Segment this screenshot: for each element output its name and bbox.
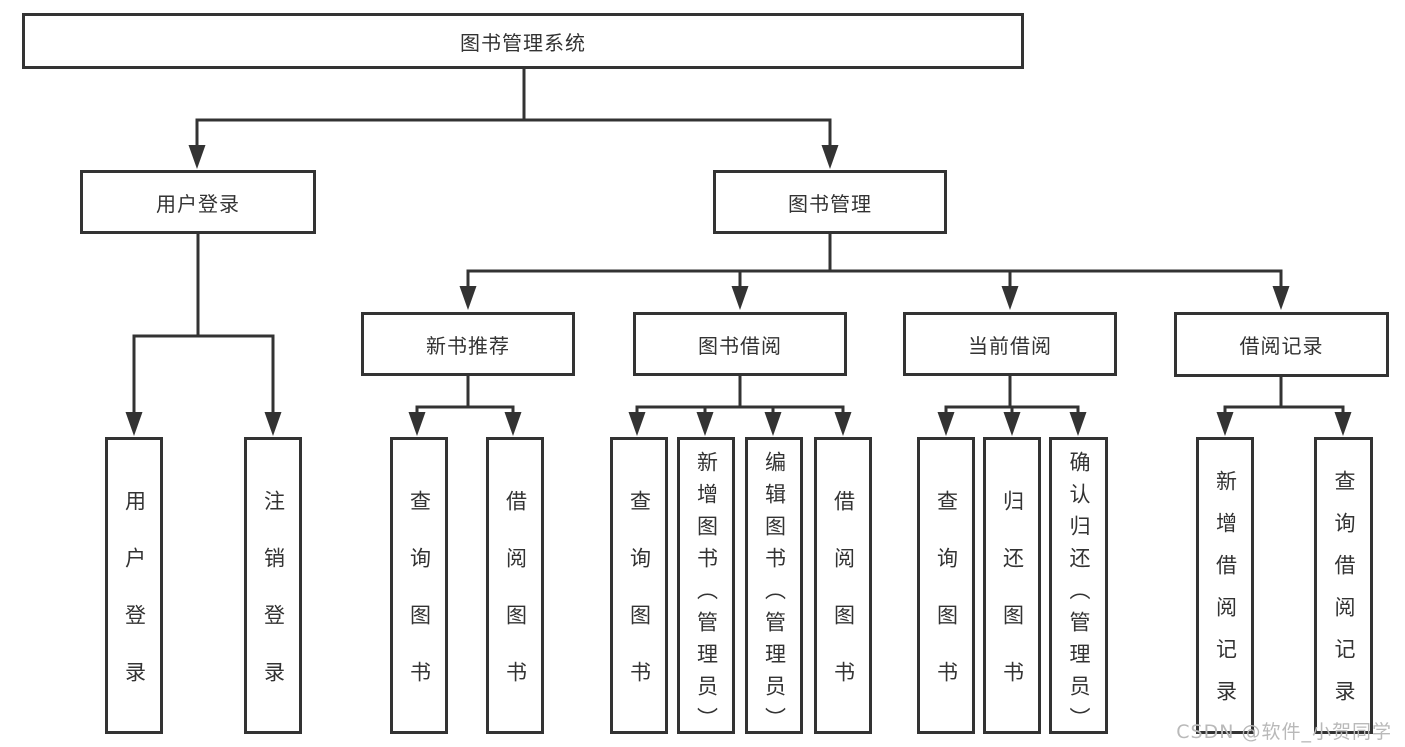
node-leaf-query-borrow-record: 查询借阅记录: [1314, 437, 1373, 734]
node-leaf-add-books-admin: 新增图书（管理员）: [677, 437, 735, 739]
node-leaf-user-login: 用户登录: [105, 437, 163, 734]
arrow-down-icon: [1334, 412, 1352, 436]
node-leaf-borrow-books-recommend: 借阅图书: [486, 437, 544, 734]
node-label: 新增借阅记录: [1213, 470, 1238, 722]
node-leaf-add-borrow-record: 新增借阅记录: [1196, 437, 1254, 734]
node-label: 用户登录: [122, 489, 147, 718]
arrow-down-icon: [188, 145, 206, 169]
node-leaf-logout: 注销登录: [244, 437, 302, 734]
arrow-down-icon: [731, 286, 749, 310]
arrow-down-icon: [764, 412, 782, 436]
node-user-login-branch: 用户登录: [80, 170, 316, 234]
node-root-system: 图书管理系统: [22, 13, 1024, 69]
node-leaf-query-books-recommend: 查询图书: [390, 437, 448, 734]
node-book-borrowing: 图书借阅: [633, 312, 847, 376]
node-leaf-query-books-current: 查询图书: [917, 437, 975, 734]
arrow-down-icon: [696, 412, 714, 436]
node-label: 查询图书: [407, 489, 432, 718]
node-label: 归还图书: [1000, 489, 1025, 718]
node-current-borrowing: 当前借阅: [903, 312, 1117, 376]
arrow-down-icon: [937, 412, 955, 436]
node-label: 图书管理系统: [460, 30, 586, 55]
node-label: 确认归还（管理员）: [1067, 451, 1091, 739]
node-label: 图书借阅: [698, 333, 782, 358]
arrow-down-icon: [264, 412, 282, 436]
arrow-down-icon: [1069, 412, 1087, 436]
node-label: 用户登录: [156, 191, 240, 216]
node-label: 查询借阅记录: [1332, 470, 1356, 722]
arrow-down-icon: [1001, 286, 1019, 310]
node-label: 当前借阅: [968, 333, 1052, 358]
arrow-down-icon: [628, 412, 646, 436]
arrow-down-icon: [459, 286, 477, 310]
arrow-down-icon: [504, 412, 522, 436]
node-new-book-recommend: 新书推荐: [361, 312, 575, 376]
node-label: 注销登录: [261, 489, 286, 718]
node-label: 新书推荐: [426, 333, 510, 358]
node-leaf-edit-books-admin: 编辑图书（管理员）: [745, 437, 803, 739]
node-label: 借阅记录: [1239, 334, 1324, 358]
node-label: 查询图书: [627, 489, 652, 718]
node-leaf-query-books-borrowing: 查询图书: [610, 437, 668, 734]
node-label: 借阅图书: [503, 489, 528, 718]
node-borrowing-records: 借阅记录: [1174, 312, 1389, 377]
node-leaf-borrow-books-borrowing: 借阅图书: [814, 437, 872, 734]
arrow-down-icon: [821, 145, 839, 169]
node-label: 查询图书: [934, 489, 959, 718]
arrow-down-icon: [1003, 412, 1021, 436]
arrow-down-icon: [125, 412, 143, 436]
node-leaf-confirm-return-admin: 确认归还（管理员）: [1049, 437, 1108, 739]
arrow-down-icon: [834, 412, 852, 436]
arrow-down-icon: [1272, 286, 1290, 310]
node-leaf-return-books: 归还图书: [983, 437, 1041, 734]
csdn-watermark: CSDN @软件_小贺同学: [1176, 721, 1392, 743]
node-label: 新增图书（管理员）: [694, 451, 719, 739]
arrow-down-icon: [1216, 412, 1234, 436]
node-label: 编辑图书（管理员）: [762, 451, 787, 739]
node-book-management-branch: 图书管理: [713, 170, 947, 234]
arrow-down-icon: [408, 412, 426, 436]
node-label: 借阅图书: [831, 489, 856, 718]
node-label: 图书管理: [788, 191, 872, 216]
